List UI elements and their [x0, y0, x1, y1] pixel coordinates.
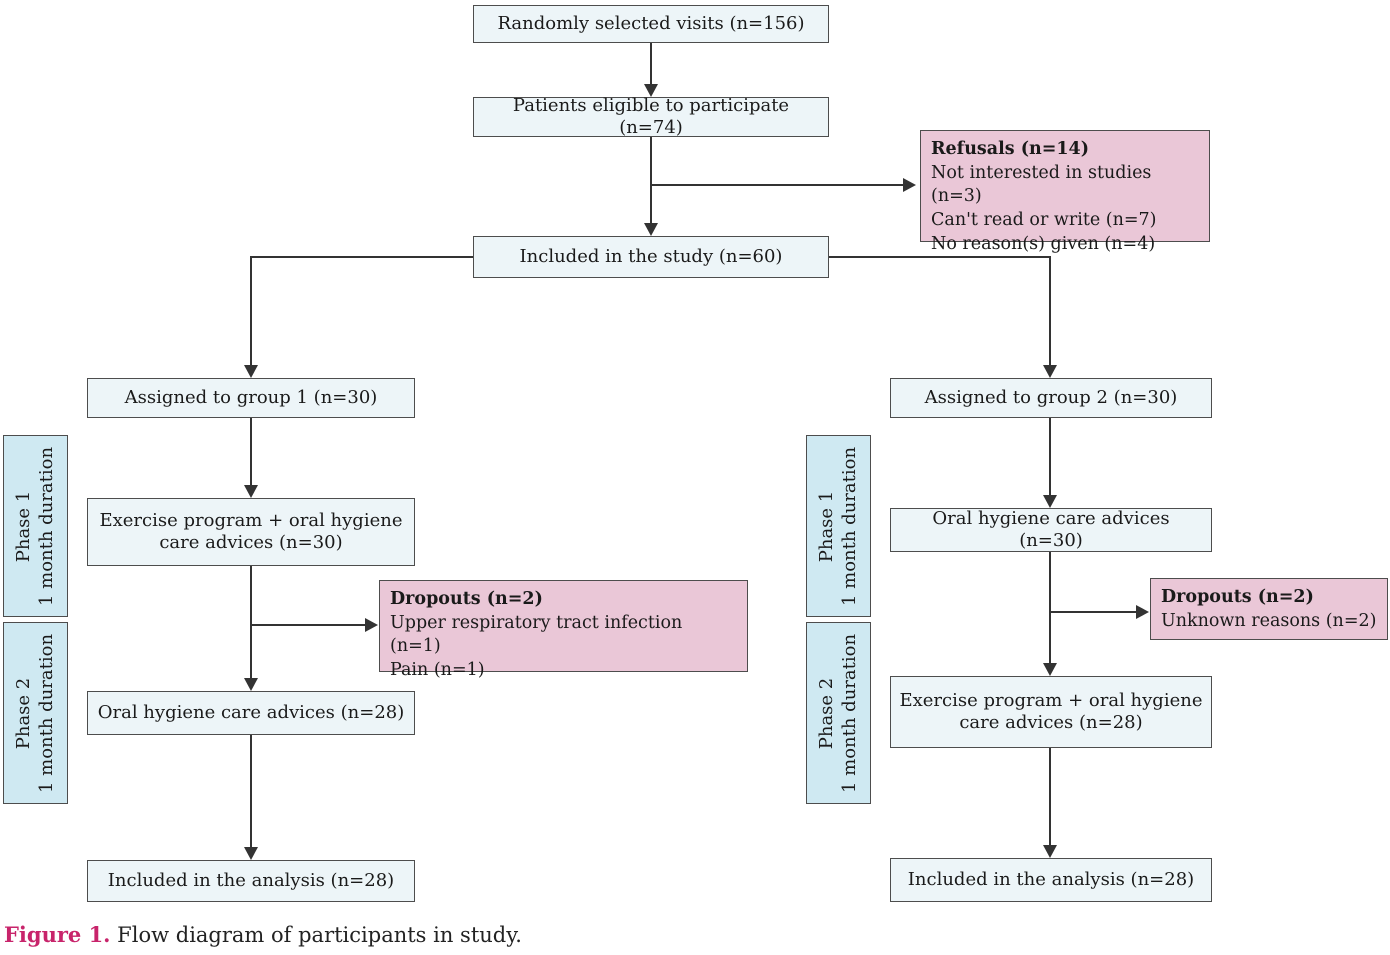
connector-line — [1049, 748, 1051, 845]
box-group2-phase1-label: Oral hygiene care advices (n=30) — [932, 507, 1170, 552]
phase1-right-line2: 1 month duration — [838, 446, 860, 606]
note-refusals-reason: Not interested in studies (n=3) — [931, 162, 1152, 207]
arrow-right-icon — [1136, 605, 1149, 619]
box-group1-phase2: Oral hygiene care advices (n=28) — [87, 691, 415, 735]
arrow-down-icon — [244, 678, 258, 691]
box-randomly-selected: Randomly selected visits (n=156) — [473, 5, 829, 43]
arrow-down-icon — [1043, 663, 1057, 676]
phase1-left-line2: 1 month duration — [35, 446, 57, 606]
connector-line — [650, 137, 652, 224]
box-included-study-label: Included in the study (n=60) — [519, 245, 783, 267]
connector-line — [250, 566, 252, 678]
note-group1-dropouts: Dropouts (n=2) Upper respiratory tract i… — [379, 580, 748, 680]
arrow-down-icon — [644, 223, 658, 236]
box-group1-analysis: Included in the analysis (n=28) — [87, 860, 415, 902]
figure-caption-label: Figure 1. — [4, 922, 111, 947]
connector-line — [1049, 552, 1051, 663]
arrow-down-icon — [1043, 365, 1057, 378]
phase2-label-right: Phase 2 1 month duration — [806, 622, 871, 804]
box-group1-phase1-label: Exercise program + oral hygiene care adv… — [99, 509, 403, 554]
box-group2-phase2: Exercise program + oral hygiene care adv… — [890, 676, 1212, 748]
phase1-label-left: Phase 1 1 month duration — [3, 435, 68, 617]
arrow-down-icon — [1043, 845, 1057, 858]
connector-line — [251, 256, 473, 258]
arrow-right-icon — [903, 178, 916, 192]
connector-line — [251, 624, 365, 626]
connector-line — [650, 43, 652, 85]
box-group2-assigned-label: Assigned to group 2 (n=30) — [924, 386, 1178, 408]
box-eligible: Patients eligible to participate (n=74) — [473, 94, 829, 139]
note-group2-dropouts: Dropouts (n=2) Unknown reasons (n=2) — [1150, 578, 1388, 640]
note-group2-dropouts-reason: Unknown reasons (n=2) — [1161, 610, 1377, 631]
arrow-down-icon — [244, 365, 258, 378]
connector-line — [1049, 418, 1051, 495]
box-eligible-label: Patients eligible to participate (n=74) — [512, 94, 790, 139]
phase2-label-left: Phase 2 1 month duration — [3, 622, 68, 804]
figure-caption: Figure 1. Flow diagram of participants i… — [4, 922, 522, 947]
phase1-label-right: Phase 1 1 month duration — [806, 435, 871, 617]
box-randomly-selected-label: Randomly selected visits (n=156) — [497, 12, 805, 34]
box-included-study: Included in the study (n=60) — [473, 236, 829, 278]
phase2-left-line2: 1 month duration — [35, 633, 57, 793]
note-group1-dropouts-reason: Pain (n=1) — [390, 659, 485, 680]
arrow-right-icon — [365, 618, 378, 632]
box-group2-phase1: Oral hygiene care advices (n=30) — [890, 508, 1212, 552]
phase1-right-line1: Phase 1 — [816, 490, 837, 562]
box-group1-assigned-label: Assigned to group 1 (n=30) — [124, 386, 378, 408]
connector-line — [1049, 256, 1051, 365]
arrow-down-icon — [1043, 495, 1057, 508]
box-group2-phase2-label: Exercise program + oral hygiene care adv… — [899, 689, 1203, 734]
box-group2-analysis-label: Included in the analysis (n=28) — [907, 868, 1195, 890]
phase2-right-line2: 1 month duration — [838, 633, 860, 793]
phase1-left-line1: Phase 1 — [13, 490, 34, 562]
phase2-left-line1: Phase 2 — [13, 677, 34, 749]
note-group1-dropouts-title: Dropouts (n=2) — [390, 589, 543, 609]
box-group2-assigned: Assigned to group 2 (n=30) — [890, 378, 1212, 418]
arrow-down-icon — [244, 485, 258, 498]
note-refusals-reason: No reason(s) given (n=4) — [931, 233, 1156, 254]
arrow-down-icon — [244, 847, 258, 860]
figure-caption-text: Flow diagram of participants in study. — [110, 923, 522, 947]
arrow-down-icon — [644, 84, 658, 97]
connector-line — [250, 418, 252, 485]
box-group1-analysis-label: Included in the analysis (n=28) — [107, 869, 395, 891]
note-refusals: Refusals (n=14) Not interested in studie… — [920, 130, 1210, 254]
connector-line — [250, 735, 252, 847]
box-group1-phase2-label: Oral hygiene care advices (n=28) — [97, 701, 405, 723]
box-group1-assigned: Assigned to group 1 (n=30) — [87, 378, 415, 418]
phase2-right-line1: Phase 2 — [816, 677, 837, 749]
connector-line — [250, 256, 252, 365]
note-refusals-title: Refusals (n=14) — [931, 139, 1090, 159]
note-group2-dropouts-title: Dropouts (n=2) — [1161, 587, 1314, 607]
connector-line — [651, 184, 903, 186]
note-refusals-reason: Can't read or write (n=7) — [931, 209, 1157, 230]
connector-line — [1050, 611, 1136, 613]
box-group2-analysis: Included in the analysis (n=28) — [890, 858, 1212, 902]
connector-line — [829, 256, 1050, 258]
box-group1-phase1: Exercise program + oral hygiene care adv… — [87, 498, 415, 566]
note-group1-dropouts-reason: Upper respiratory tract infection (n=1) — [390, 612, 683, 657]
